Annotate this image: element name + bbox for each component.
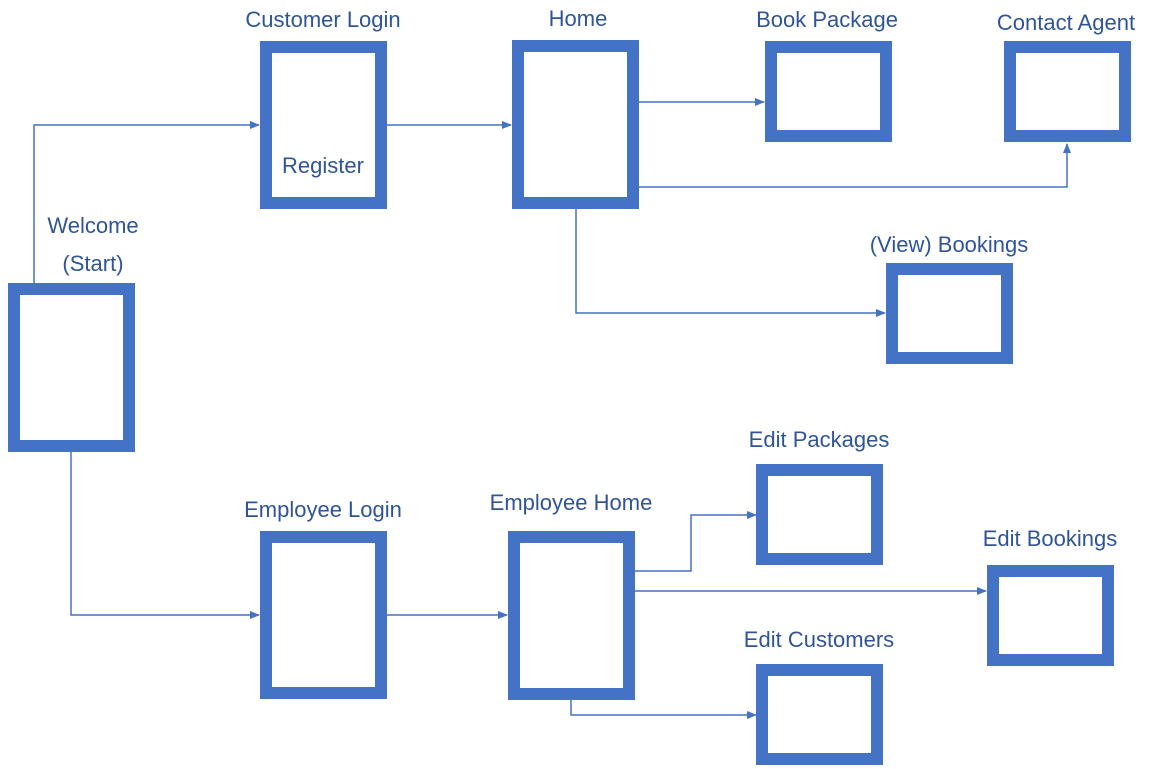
home-screen-box: [512, 40, 639, 209]
employee-login-screen-box: [260, 531, 387, 699]
employee-home-screen-box: [508, 531, 635, 700]
book-package-screen-box: [765, 41, 892, 142]
employee-home-label: Employee Home: [489, 490, 653, 515]
edit-bookings-label: Edit Bookings: [982, 526, 1118, 551]
arrow-welcome-to-customer-login: [33, 121, 260, 284]
welcome-label: Welcome (Start): [47, 207, 138, 283]
welcome-screen-box: [8, 283, 135, 452]
customer-login-label: Customer Login: [245, 7, 401, 32]
contact-agent-label: Contact Agent: [996, 10, 1136, 35]
arrow-home-to-contact-agent: [638, 143, 1071, 188]
view-bookings-screen-box: [886, 263, 1013, 364]
edit-bookings-screen-box: [987, 565, 1114, 666]
welcome-label-line2: (Start): [62, 251, 124, 276]
home-label: Home: [548, 6, 608, 31]
edit-packages-screen-box: [756, 464, 883, 565]
view-bookings-label: (View) Bookings: [869, 232, 1029, 257]
arrow-employee-home-to-edit-customers: [570, 700, 757, 719]
arrow-home-to-view-bookings: [575, 208, 886, 317]
contact-agent-screen-box: [1004, 41, 1131, 142]
edit-packages-label: Edit Packages: [748, 427, 890, 452]
employee-login-label: Employee Login: [244, 497, 402, 522]
book-package-label: Book Package: [756, 7, 898, 32]
edit-customers-screen-box: [756, 664, 883, 765]
arrow-welcome-to-employee-login: [70, 452, 260, 619]
arrow-employee-home-to-edit-packages: [634, 511, 757, 572]
register-label: Register: [282, 153, 364, 178]
edit-customers-label: Edit Customers: [743, 627, 895, 652]
customer-login-screen-box: [260, 41, 387, 209]
welcome-label-line1: Welcome: [47, 213, 139, 238]
